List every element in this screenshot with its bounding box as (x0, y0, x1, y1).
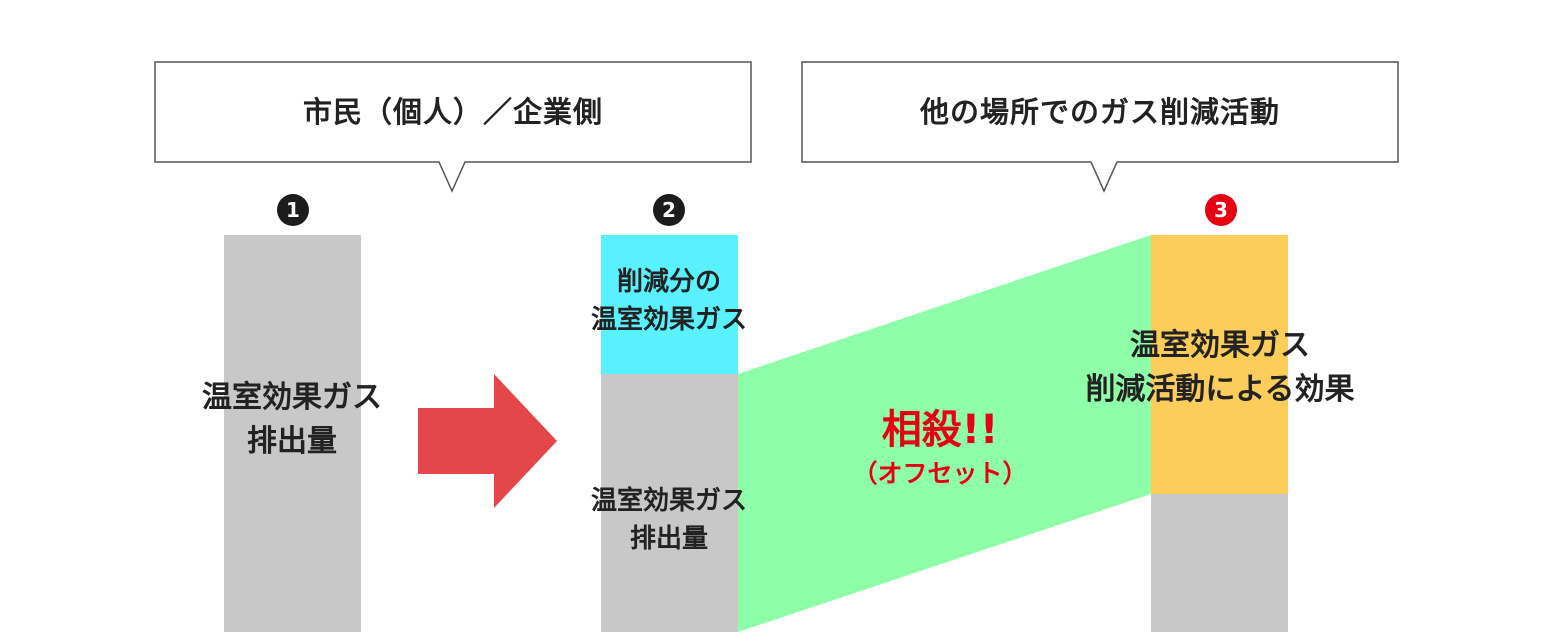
column2-top-label: 削減分の 温室効果ガス (549, 264, 789, 339)
callout-box-citizen (154, 61, 752, 193)
badge-3: 3 (1205, 194, 1237, 226)
column2-bottom-line2: 排出量 (629, 523, 708, 554)
callout-box-other-place (801, 61, 1399, 193)
column3-label-line1: 温室効果ガス (1130, 328, 1310, 363)
callout-other-place-text: 他の場所でのガス削減活動 (919, 95, 1280, 129)
column2-bottom-line1: 温室効果ガス (590, 486, 747, 516)
column2-bottom-label: 温室効果ガス 排出量 (549, 483, 789, 558)
column3-label: 温室効果ガス 削減活動による効果 (1040, 324, 1400, 411)
column2-emissions-bar (601, 374, 738, 632)
column2-top-line2: 温室効果ガス (590, 304, 747, 335)
column3-effect-bar (1151, 235, 1288, 494)
badge-2: 2 (653, 194, 685, 226)
column1-label: 温室効果ガス 排出量 (172, 376, 412, 463)
column2-top-line1: 削減分の (616, 267, 721, 297)
column1-label-line2: 排出量 (247, 423, 337, 459)
offset-main-text: 相殺!! (881, 407, 999, 453)
column3-label-line2: 削減活動による効果 (1085, 371, 1355, 407)
column3-base-bar (1151, 494, 1288, 632)
offset-band (738, 235, 1151, 632)
column1-label-line1: 温室効果ガス (202, 380, 382, 415)
callout-citizen-text: 市民（個人）／企業側 (302, 95, 603, 129)
offset-sub-text: （オフセット） (852, 459, 1028, 488)
column1-emissions-bar (224, 235, 361, 632)
badge-1: 1 (277, 194, 309, 226)
column2-reduction-bar (601, 235, 738, 374)
right-arrow (418, 374, 557, 508)
